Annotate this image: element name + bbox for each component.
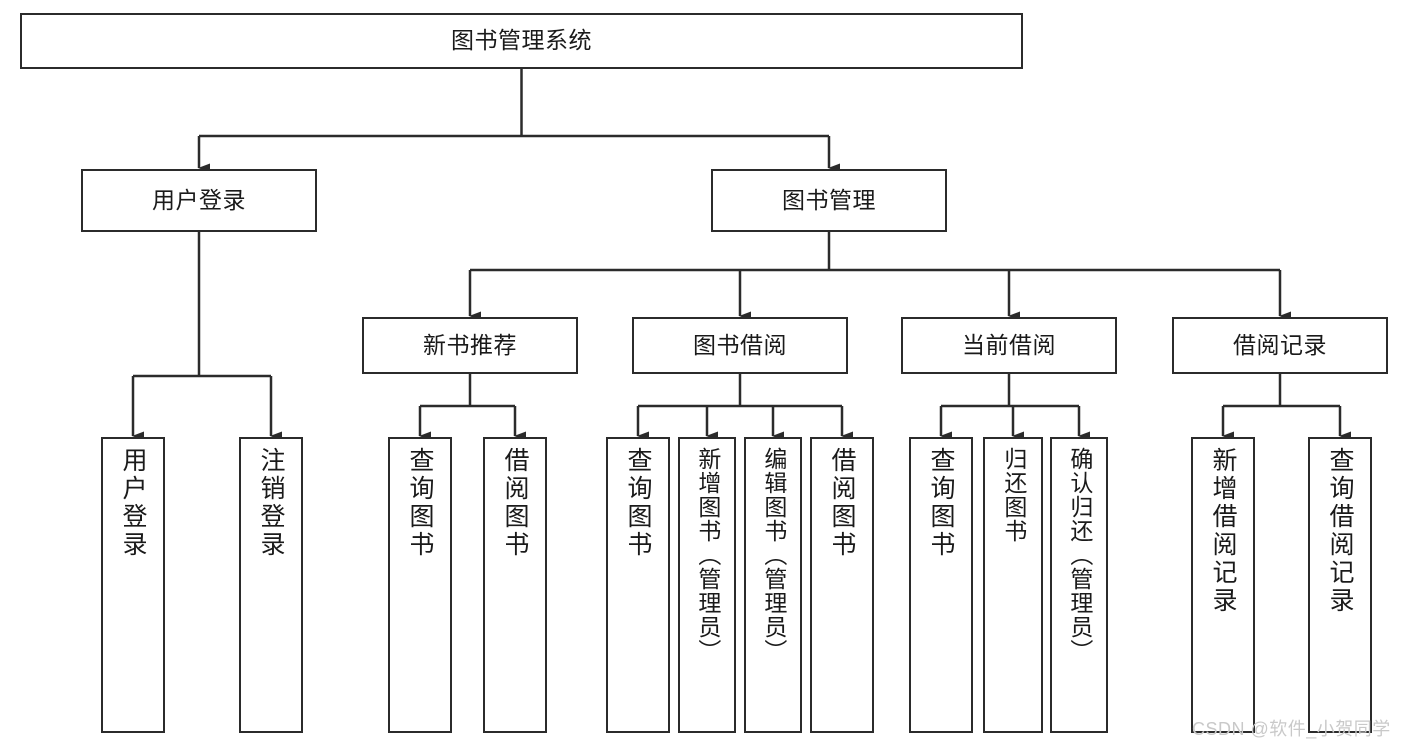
node-label: 用户登录 [152, 186, 246, 213]
node-new-book-rec[interactable]: 新书推荐 [362, 317, 578, 374]
node-leaf-return-book[interactable]: 归还图书 [983, 437, 1043, 733]
node-book-borrow[interactable]: 图书借阅 [632, 317, 848, 374]
node-user-login[interactable]: 用户登录 [81, 169, 317, 232]
node-label: 归还图书 [1000, 447, 1027, 543]
node-label: 借阅图书 [501, 447, 529, 559]
node-leaf-borrow-book-2[interactable]: 借阅图书 [810, 437, 874, 733]
node-current-borrow[interactable]: 当前借阅 [901, 317, 1117, 374]
node-leaf-user-login[interactable]: 用户登录 [101, 437, 165, 733]
node-leaf-confirm-return[interactable]: 确认归还（管理员） [1050, 437, 1108, 733]
node-label: 图书管理 [782, 186, 876, 213]
node-label: 查询图书 [927, 447, 955, 559]
node-label: 确认归还（管理员） [1066, 447, 1093, 663]
node-label: 查询图书 [624, 447, 652, 559]
node-label: 新增图书（管理员） [694, 447, 721, 663]
node-root[interactable]: 图书管理系统 [20, 13, 1023, 69]
node-leaf-add-record[interactable]: 新增借阅记录 [1191, 437, 1255, 733]
node-label: 用户登录 [119, 447, 147, 559]
node-label: 借阅记录 [1233, 331, 1327, 358]
node-leaf-query-book-2[interactable]: 查询图书 [606, 437, 670, 733]
node-label: 当前借阅 [962, 331, 1056, 358]
node-label: 新增借阅记录 [1209, 447, 1237, 615]
csdn-watermark: CSDN @软件_小贺同学 [1192, 719, 1391, 739]
node-label: 新书推荐 [423, 331, 517, 358]
node-label: 查询借阅记录 [1326, 447, 1354, 615]
node-borrow-record[interactable]: 借阅记录 [1172, 317, 1388, 374]
node-book-manage[interactable]: 图书管理 [711, 169, 947, 232]
node-leaf-add-book[interactable]: 新增图书（管理员） [678, 437, 736, 733]
node-leaf-query-book-1[interactable]: 查询图书 [388, 437, 452, 733]
node-label: 查询图书 [406, 447, 434, 559]
node-label: 编辑图书（管理员） [760, 447, 787, 663]
node-label: 借阅图书 [828, 447, 856, 559]
node-leaf-borrow-book-1[interactable]: 借阅图书 [483, 437, 547, 733]
node-label: 图书管理系统 [451, 27, 592, 54]
node-label: 注销登录 [257, 447, 285, 559]
node-leaf-logout[interactable]: 注销登录 [239, 437, 303, 733]
node-leaf-query-book-3[interactable]: 查询图书 [909, 437, 973, 733]
node-label: 图书借阅 [693, 331, 787, 358]
node-leaf-query-record[interactable]: 查询借阅记录 [1308, 437, 1372, 733]
node-leaf-edit-book[interactable]: 编辑图书（管理员） [744, 437, 802, 733]
